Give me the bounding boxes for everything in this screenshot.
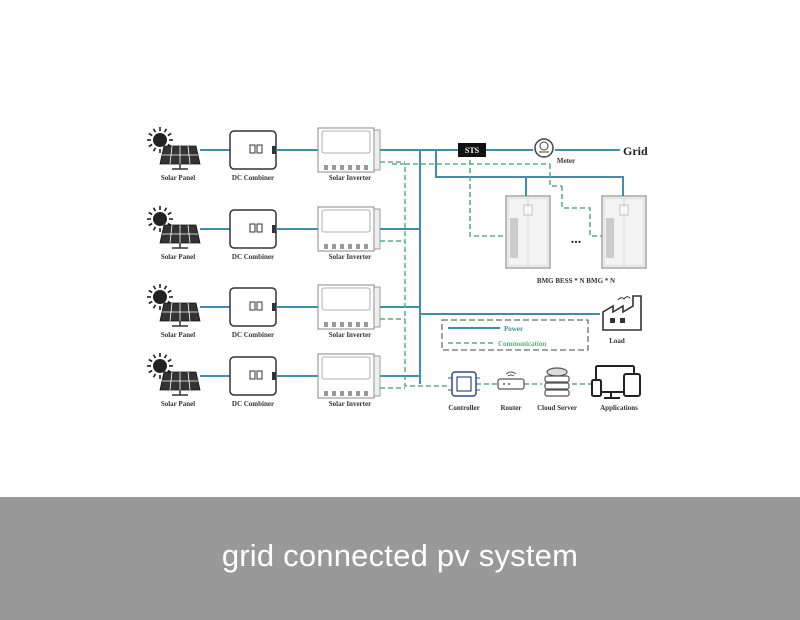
power-line-to-bess-1 [435, 150, 527, 196]
solar-panel-icon [147, 127, 201, 170]
applications-label: Applications [600, 404, 638, 412]
dc-combiner-label: DC Combiner [232, 400, 274, 408]
solar-inverter-icon [317, 284, 381, 330]
comm-trunk-left [392, 163, 448, 387]
sts-box: STS [458, 143, 486, 157]
pv-row-4: Solar Panel DC Combiner Solar Inverter [147, 353, 420, 408]
solar-inverter-icon [317, 206, 381, 252]
applications-icon [591, 365, 641, 399]
load-factory-icon [602, 295, 642, 331]
bess-cabinet-1 [505, 195, 551, 269]
solar-panel-label: Solar Panel [161, 174, 195, 182]
load-label: Load [609, 337, 625, 345]
solar-inverter-label: Solar Inverter [329, 253, 371, 261]
pv-row-3: Solar Panel DC Combiner Solar Inverter [147, 284, 420, 339]
router-label: Router [501, 404, 522, 412]
caption-text: grid connected pv system [221, 537, 579, 573]
legend-communication-label: Communication [498, 340, 546, 348]
solar-panel-label: Solar Panel [161, 331, 195, 339]
solar-panel-icon [147, 353, 201, 396]
meter-icon: Meter [534, 138, 575, 165]
comm-line-bess-1 [549, 164, 562, 187]
solar-inverter-label: Solar Inverter [329, 174, 371, 182]
sts-label: STS [465, 146, 480, 155]
dc-combiner-label: DC Combiner [232, 253, 274, 261]
comm-line-bess-2 [561, 186, 602, 237]
solar-panel-icon [147, 206, 201, 249]
power-lines [392, 149, 624, 384]
communication-lines [392, 160, 602, 387]
cloud-server-label: Cloud Server [537, 404, 577, 412]
caption-bar: grid connected pv system [0, 497, 800, 620]
dc-combiner-label: DC Combiner [232, 174, 274, 182]
bess-label: BMG BESS * N BMG * N [537, 277, 615, 285]
bess-ellipsis: ... [571, 232, 582, 247]
power-line-to-bess-2 [526, 176, 624, 196]
dc-combiner-icon [229, 287, 277, 327]
solar-panel-icon [147, 284, 201, 327]
solar-panel-label: Solar Panel [161, 253, 195, 261]
meter-label: Meter [557, 157, 575, 165]
legend-frame [441, 319, 589, 351]
dc-combiner-icon [229, 209, 277, 249]
dc-combiner-label: DC Combiner [232, 331, 274, 339]
bess-cabinet-2 [601, 195, 647, 269]
solar-inverter-icon [317, 353, 381, 399]
dc-combiner-icon [229, 130, 277, 170]
controller-icon [448, 371, 480, 397]
grid-label: Grid [623, 144, 648, 158]
solar-inverter-label: Solar Inverter [329, 331, 371, 339]
legend-power-label: Power [504, 325, 523, 333]
solar-panel-label: Solar Panel [161, 400, 195, 408]
router-icon [497, 371, 525, 390]
comm-line-sts-to-bess [469, 160, 506, 237]
pv-row-1: Solar Panel DC Combiner Solar Inverter [147, 127, 420, 182]
cloud-server-icon [544, 367, 570, 397]
solar-inverter-label: Solar Inverter [329, 400, 371, 408]
dc-combiner-icon [229, 356, 277, 396]
solar-inverter-icon [317, 127, 381, 173]
legend: Power Communication [441, 319, 589, 351]
pv-row-2: Solar Panel DC Combiner Solar Inverter [147, 206, 420, 261]
controller-label: Controller [448, 404, 479, 412]
